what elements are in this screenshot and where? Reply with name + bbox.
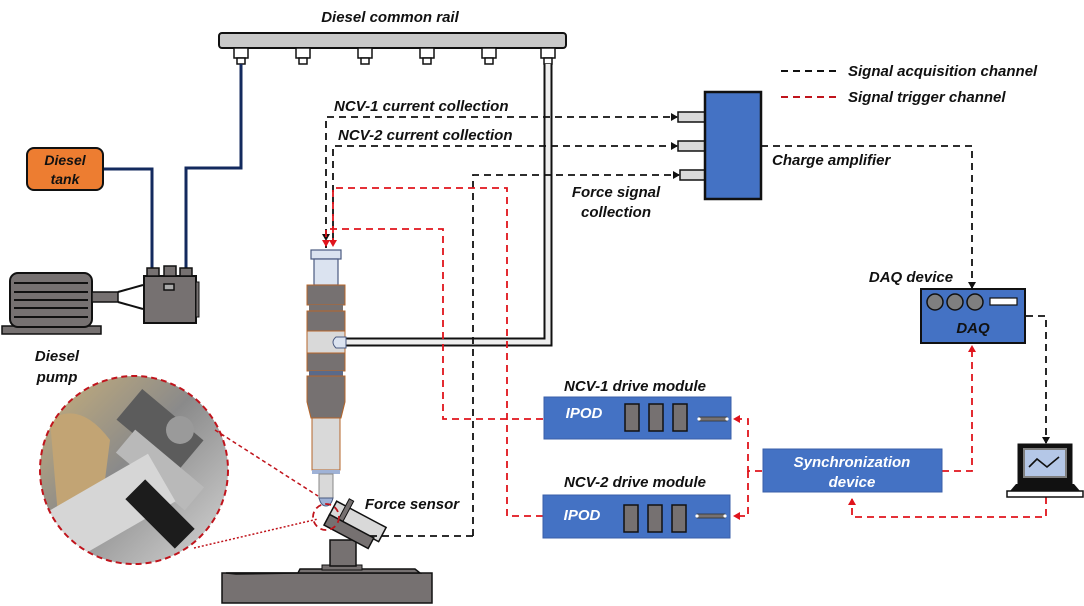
- sync-to-daq-line: [942, 345, 976, 472]
- rail-outlets: [233, 47, 556, 65]
- charge-amplifier-label: Charge amplifier: [772, 152, 892, 169]
- ncv1-current-label: NCV-1 current collection: [334, 98, 508, 115]
- daq-device-caption: DAQ device: [869, 269, 953, 286]
- trigger-lines: [322, 187, 1047, 520]
- channel-labels: NCV-1 current collection NCV-2 current c…: [334, 98, 661, 221]
- sync-to-ncv2-line: [733, 471, 749, 520]
- diesel-pump: Diesel pump: [1, 265, 200, 386]
- ncv1-drive-caption: NCV-1 drive module: [564, 378, 706, 395]
- common-rail-title: Diesel common rail: [321, 9, 459, 26]
- laptop-icon: [1006, 443, 1084, 498]
- daq-label: DAQ: [956, 320, 990, 337]
- acquisition-lines: [322, 113, 1050, 537]
- sync-device-label-1: Synchronization: [794, 454, 911, 471]
- diesel-tank-label-1: Diesel: [44, 152, 86, 168]
- ncv2-drive-caption: NCV-2 drive module: [564, 474, 706, 491]
- force-sensor-fixture: Force sensor: [221, 496, 460, 604]
- sync-to-ncv1-line: [733, 415, 762, 472]
- force-sensor-label: Force sensor: [365, 496, 460, 513]
- force-signal-label-1: Force signal: [572, 184, 661, 201]
- pc-to-sync-line: [848, 497, 1047, 518]
- ncv1-ipod-label: IPOD: [566, 405, 603, 422]
- sync-device-label-2: device: [829, 474, 876, 491]
- force-signal-line: [472, 171, 680, 536]
- diesel-tank: Diesel tank: [26, 147, 104, 191]
- high-pressure-pipe: [336, 64, 553, 347]
- diesel-pump-label-2: pump: [36, 369, 78, 386]
- diesel-pump-label-1: Diesel: [35, 348, 80, 365]
- ncv1-trigger-line: [322, 228, 543, 420]
- legend-trigger-label: Signal trigger channel: [848, 89, 1006, 106]
- legend: Signal acquisition channel Signal trigge…: [781, 63, 1038, 106]
- common-rail: Diesel common rail: [218, 9, 567, 65]
- force-sensor-photo: [39, 375, 319, 565]
- ncv2-trigger-line: [329, 187, 543, 517]
- ncv1-drive-module: NCV-1 drive module IPOD: [543, 378, 732, 440]
- diesel-tank-label-2: tank: [51, 171, 81, 187]
- amplifier-to-daq-line: [761, 145, 976, 289]
- fuel-pipes: [104, 64, 243, 270]
- daq-device: DAQ device DAQ: [869, 269, 1026, 344]
- charge-amplifier: Charge amplifier: [677, 90, 892, 201]
- daq-to-pc-line: [1026, 315, 1050, 444]
- ncv2-ipod-label: IPOD: [564, 507, 601, 524]
- legend-acquisition-label: Signal acquisition channel: [848, 63, 1038, 80]
- ncv1-current-line: [325, 113, 678, 248]
- ncv2-drive-module: NCV-2 drive module IPOD: [542, 474, 731, 539]
- injector: [306, 249, 347, 507]
- ncv2-current-label: NCV-2 current collection: [338, 127, 512, 144]
- synchronization-device: Synchronization device: [762, 448, 943, 493]
- force-signal-label-2: collection: [581, 204, 651, 221]
